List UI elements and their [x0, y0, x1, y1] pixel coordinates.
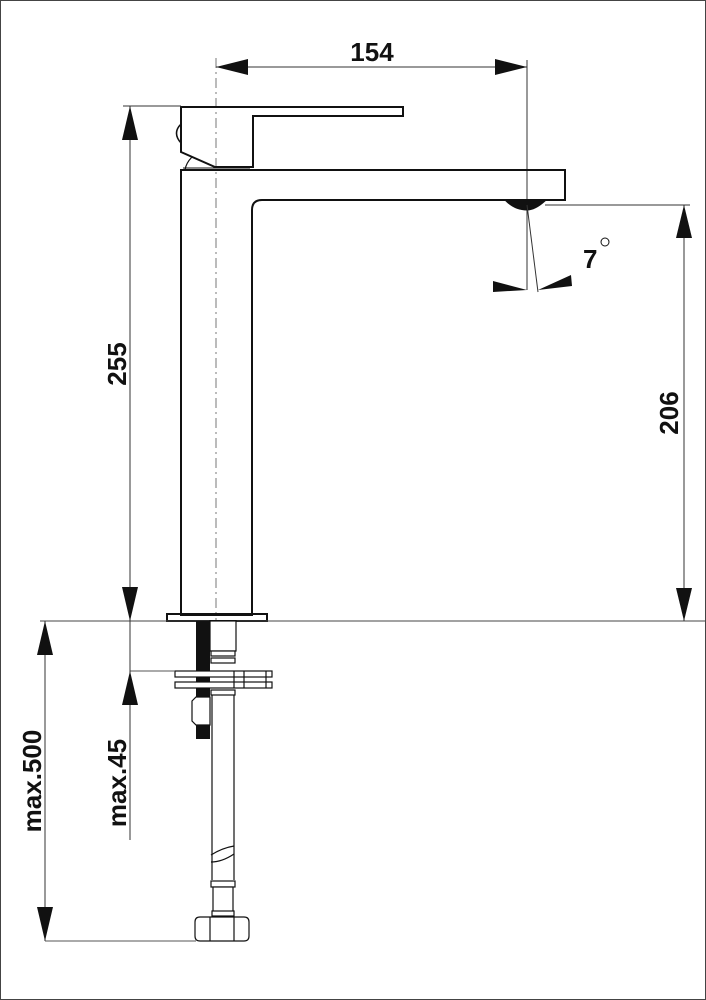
arrowhead-icon — [37, 621, 53, 655]
hex-nut — [191, 696, 211, 726]
dimension-label-206: 206 — [654, 391, 684, 434]
arrowhead-icon — [676, 588, 692, 621]
arrowhead-icon — [538, 275, 572, 290]
mounting-washer — [174, 681, 273, 689]
dimension-overall-height: 255 — [102, 105, 181, 621]
mounting-washer — [174, 670, 273, 678]
arrowhead-icon — [676, 205, 692, 238]
arrowhead-icon — [122, 587, 138, 621]
arrowhead-icon — [122, 671, 138, 705]
faucet-body — [166, 106, 566, 622]
dimension-label-255: 255 — [102, 342, 132, 385]
arrowhead-icon — [495, 59, 527, 75]
hose-hex-connector — [194, 916, 250, 942]
dimension-spout-reach: 154 — [216, 37, 528, 290]
dimension-spout-angle: 7 — [493, 204, 610, 293]
lever-handle — [180, 106, 404, 168]
mounting-hardware — [174, 620, 273, 942]
aerator — [504, 200, 547, 211]
dimension-label-7: 7 — [583, 244, 597, 274]
arrowhead-icon — [216, 59, 248, 75]
dimension-hose-length: max.500 — [17, 621, 196, 942]
dimension-outlet-height: 206 — [545, 204, 692, 621]
dimension-label-max500: max.500 — [17, 730, 47, 833]
spout-body — [180, 169, 566, 616]
dimension-counter-thickness: max.45 — [102, 621, 175, 840]
dimension-label-max45: max.45 — [102, 739, 132, 827]
degree-symbol-icon — [600, 237, 610, 247]
dimension-label-154: 154 — [350, 37, 394, 67]
arrowhead-icon — [122, 106, 138, 140]
arrowhead-icon — [37, 907, 53, 941]
arrowhead-icon — [493, 281, 527, 292]
